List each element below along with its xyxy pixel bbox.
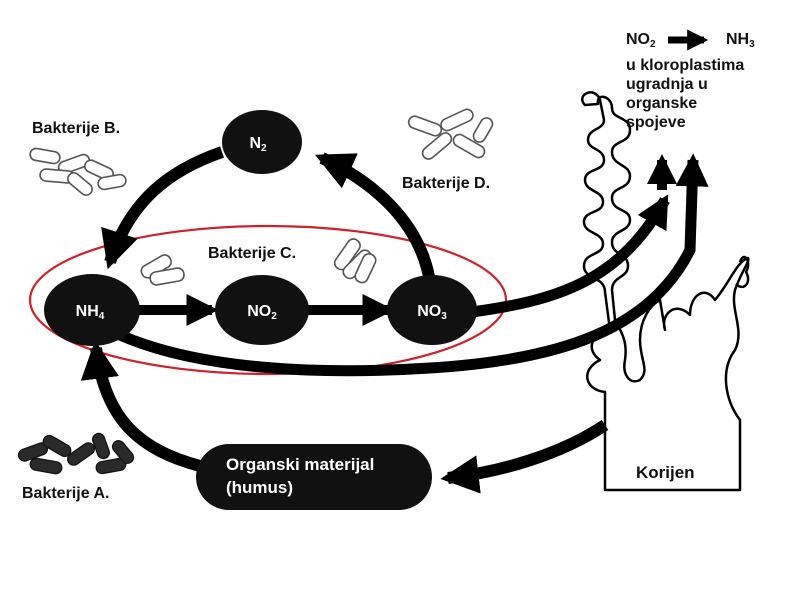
note-formula-right: NH3 [726, 31, 755, 50]
bacteria-c-illustration [140, 238, 377, 286]
note-line-1: u kloroplastima [626, 57, 744, 74]
node-n2: N2 [222, 110, 302, 174]
highlight-ellipse [28, 224, 508, 376]
arrow-no3-to-plant [471, 194, 670, 318]
node-nh4: NH4 [44, 274, 140, 346]
note-formula-left: NO2 [626, 31, 656, 50]
bacteria-a-illustration [17, 432, 135, 475]
organic-line2: (humus) [226, 478, 293, 497]
note-line-2: ugradnja u [626, 76, 708, 93]
organic-line1: Organski materijal [226, 455, 374, 474]
plant-note: NO2 NH3 u kloroplastima ugradnja u organ… [626, 29, 755, 131]
node-no2: NO2 [215, 275, 309, 345]
note-line-4: spojeve [626, 114, 686, 131]
label-bacteria-b: Bakterije B. [32, 120, 120, 137]
svg-text:N2: N2 [249, 135, 267, 154]
root-illustration [581, 91, 750, 492]
label-bacteria-c: Bakterije C. [208, 245, 296, 262]
label-bacteria-d: Bakterije D. [402, 175, 490, 192]
node-no3: NO3 [387, 275, 477, 345]
arrow-root-to-humus [440, 420, 609, 494]
node-organic-material: Organski materijal (humus) [196, 444, 432, 510]
cycle-arrows [80, 146, 709, 494]
svg-text:NO3: NO3 [417, 303, 447, 322]
bacteria-b-illustration [29, 147, 127, 196]
svg-text:NH4: NH4 [76, 303, 105, 322]
note-line-3: organske [626, 95, 697, 112]
arrow-n2-to-nh4 [101, 146, 224, 270]
label-bacteria-a: Bakterije A. [22, 485, 109, 502]
bacteria-d-illustration [407, 108, 494, 160]
arrow-no3-to-n2 [315, 152, 436, 284]
label-root: Korijen [636, 463, 695, 482]
arrow-humus-to-nh4 [80, 340, 202, 472]
arrow-nh4-to-plant [117, 153, 709, 377]
svg-text:NO2: NO2 [247, 303, 277, 322]
